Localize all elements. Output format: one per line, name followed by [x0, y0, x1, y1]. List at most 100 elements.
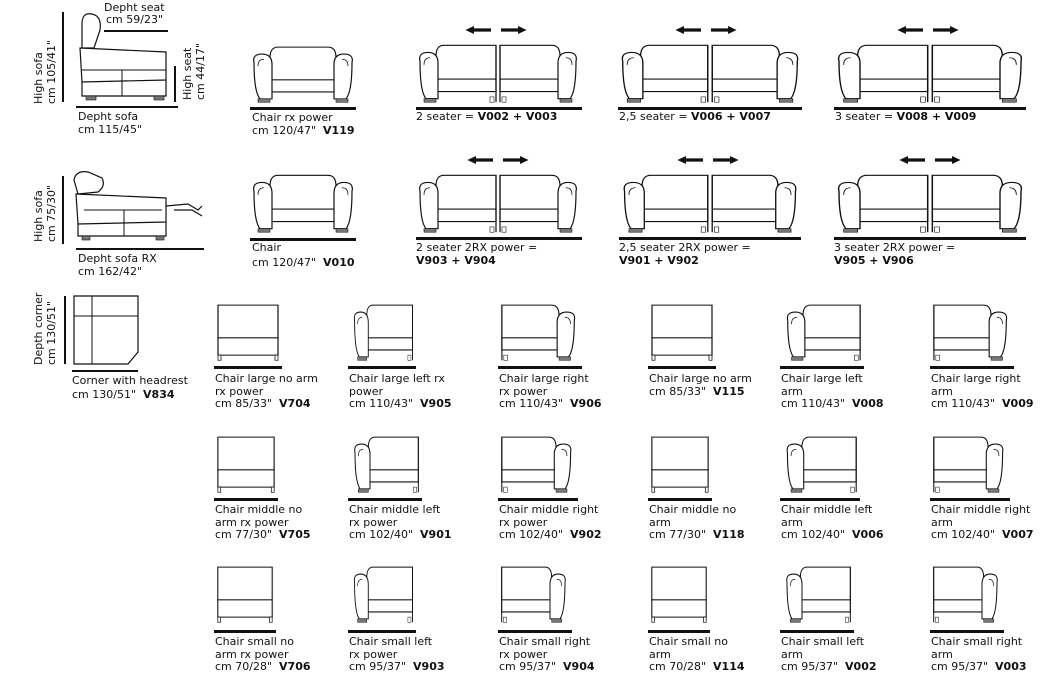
caption-chair-rx-size: cm 120/47" V119 [252, 124, 355, 138]
module-caption-size: cm 110/43" V906 [499, 397, 602, 411]
sofa-rx-depth-value: cm 162/42" [78, 265, 143, 278]
module-caption-line: rx power [499, 384, 548, 398]
base-line [834, 107, 1026, 110]
caption-size: cm 70/28" [649, 660, 707, 673]
caption-size: cm 85/33" [215, 397, 273, 410]
module-no-arm-icon [216, 300, 280, 362]
product-codes: V905 + V906 [834, 254, 914, 267]
product-code: V906 [570, 397, 602, 410]
module-caption-size: cm 95/37" V003 [931, 660, 1027, 674]
base-line [930, 630, 1004, 633]
module-caption-line: Chair middle right [931, 503, 1031, 516]
caption-chair-size: cm 120/47" V010 [252, 256, 355, 270]
module-caption-line: rx power [349, 515, 398, 529]
product-code: V009 [1002, 397, 1034, 410]
module-caption-line: arm [931, 647, 953, 661]
sofa-side-icon [79, 13, 167, 101]
caption-size: cm 85/33" [649, 384, 707, 398]
module-caption-line: power [349, 384, 383, 398]
corner-depth-label: Depth corner [32, 292, 45, 365]
module-caption-line: Chair small left [781, 635, 865, 648]
module-caption-line: Chair large no arm [649, 372, 752, 385]
module-right-arm-icon [500, 432, 576, 494]
sofa-height-label-text: High sofa [32, 52, 45, 104]
module-right-arm-icon [932, 300, 1012, 362]
module-caption-line: arm rx power [215, 515, 289, 529]
caption-size: cm 120/47" [252, 124, 317, 137]
caption-2-seater-rx: 2 seater 2RX power = [416, 241, 538, 254]
module-no-arm-icon [650, 562, 708, 624]
caption-2-seater-rx-codes: V903 + V904 [416, 254, 496, 268]
double-arrow-icon [676, 156, 740, 164]
base-line [498, 630, 572, 633]
module-caption-size: cm 95/37" V903 [349, 660, 445, 674]
caption-2-5-seater-rx: 2,5 seater 2RX power = [619, 241, 751, 254]
caption-size: cm 110/43" [499, 397, 564, 410]
module-right-arm-icon [932, 432, 1008, 494]
product-codes: V903 + V904 [416, 254, 496, 267]
module-left-arm-icon [782, 562, 852, 624]
sofa-height-value: cm 105/41" [45, 39, 58, 104]
module-left-arm-icon [350, 432, 420, 494]
module-caption-line: Chair small left [349, 635, 433, 648]
product-code: V114 [713, 660, 745, 673]
module-caption-size: cm 85/33" V704 [215, 397, 311, 411]
caption-3-seater: 3 seater = V008 + V009 [835, 110, 976, 124]
base-line [348, 498, 422, 501]
seat-height-label: High seat [181, 47, 194, 100]
double-arrow-icon [674, 26, 738, 34]
base-line [214, 366, 282, 369]
module-left-arm-icon [350, 562, 414, 624]
module-caption-line: Chair middle no [649, 503, 737, 516]
double-arrow-icon [464, 26, 528, 34]
half-sofa-left-icon [618, 170, 710, 234]
module-caption-size: cm 70/28" V114 [649, 660, 745, 674]
product-code: V902 [570, 528, 602, 541]
sofa-rx-height-value: cm 75/30" [45, 184, 58, 242]
module-caption-line: arm [931, 384, 953, 398]
caption-size: cm 77/30" [215, 528, 273, 541]
sofa-depth-label: Depht sofa [78, 110, 139, 123]
module-caption-line: arm [781, 515, 803, 529]
base-line [834, 237, 1026, 240]
product-code: V115 [713, 384, 745, 398]
caption-size: cm 110/43" [931, 397, 996, 410]
base-line [498, 366, 582, 369]
caption-size: cm 102/40" [499, 528, 564, 541]
caption-chair: Chair [252, 241, 281, 255]
module-caption-size: cm 110/43" V008 [781, 397, 884, 411]
module-right-arm-icon [500, 300, 580, 362]
product-codes: V002 + V003 [477, 110, 558, 123]
caption-size: cm 130/51" [72, 388, 137, 401]
caption-size: cm 120/47" [252, 256, 317, 269]
base-line [780, 630, 854, 633]
half-sofa-right-icon [498, 40, 582, 104]
caption-2-5-seater: 2,5 seater = V006 + V007 [619, 110, 771, 124]
module-no-arm-icon [216, 432, 276, 494]
half-sofa-left-icon [832, 170, 930, 234]
module-caption-line: rx power [499, 515, 548, 529]
module-caption-line: rx power [349, 647, 398, 661]
caption-size: cm 102/40" [781, 528, 846, 541]
seat-depth-label: Depht seat [104, 1, 165, 14]
product-code: V901 [420, 528, 452, 541]
base-line [780, 498, 860, 501]
module-right-arm-icon [932, 562, 1002, 624]
module-caption-line: Chair large left rx [349, 372, 445, 385]
half-sofa-left-icon [414, 170, 498, 234]
module-caption-size: cm 110/43" V905 [349, 397, 452, 411]
corner-depth-value: cm 130/51" [45, 300, 58, 365]
module-caption-size: cm 102/40" V006 [781, 528, 884, 542]
product-code: V003 [995, 660, 1027, 673]
half-sofa-left-icon [832, 40, 930, 104]
half-sofa-right-icon [710, 170, 802, 234]
caption-line: 3 seater = [835, 110, 897, 123]
caption-3-seater-rx-codes: V905 + V906 [834, 254, 914, 268]
module-caption-line: arm rx power [215, 647, 289, 661]
sofa-rx-side-icon [73, 171, 203, 241]
caption-chair-rx-power: Chair rx power [252, 111, 333, 125]
corner-top-view-icon [73, 295, 139, 365]
caption-line: 2,5 seater = [619, 110, 692, 123]
module-caption-line: Chair small no [649, 635, 728, 648]
module-caption-line: Chair large left [781, 372, 863, 385]
